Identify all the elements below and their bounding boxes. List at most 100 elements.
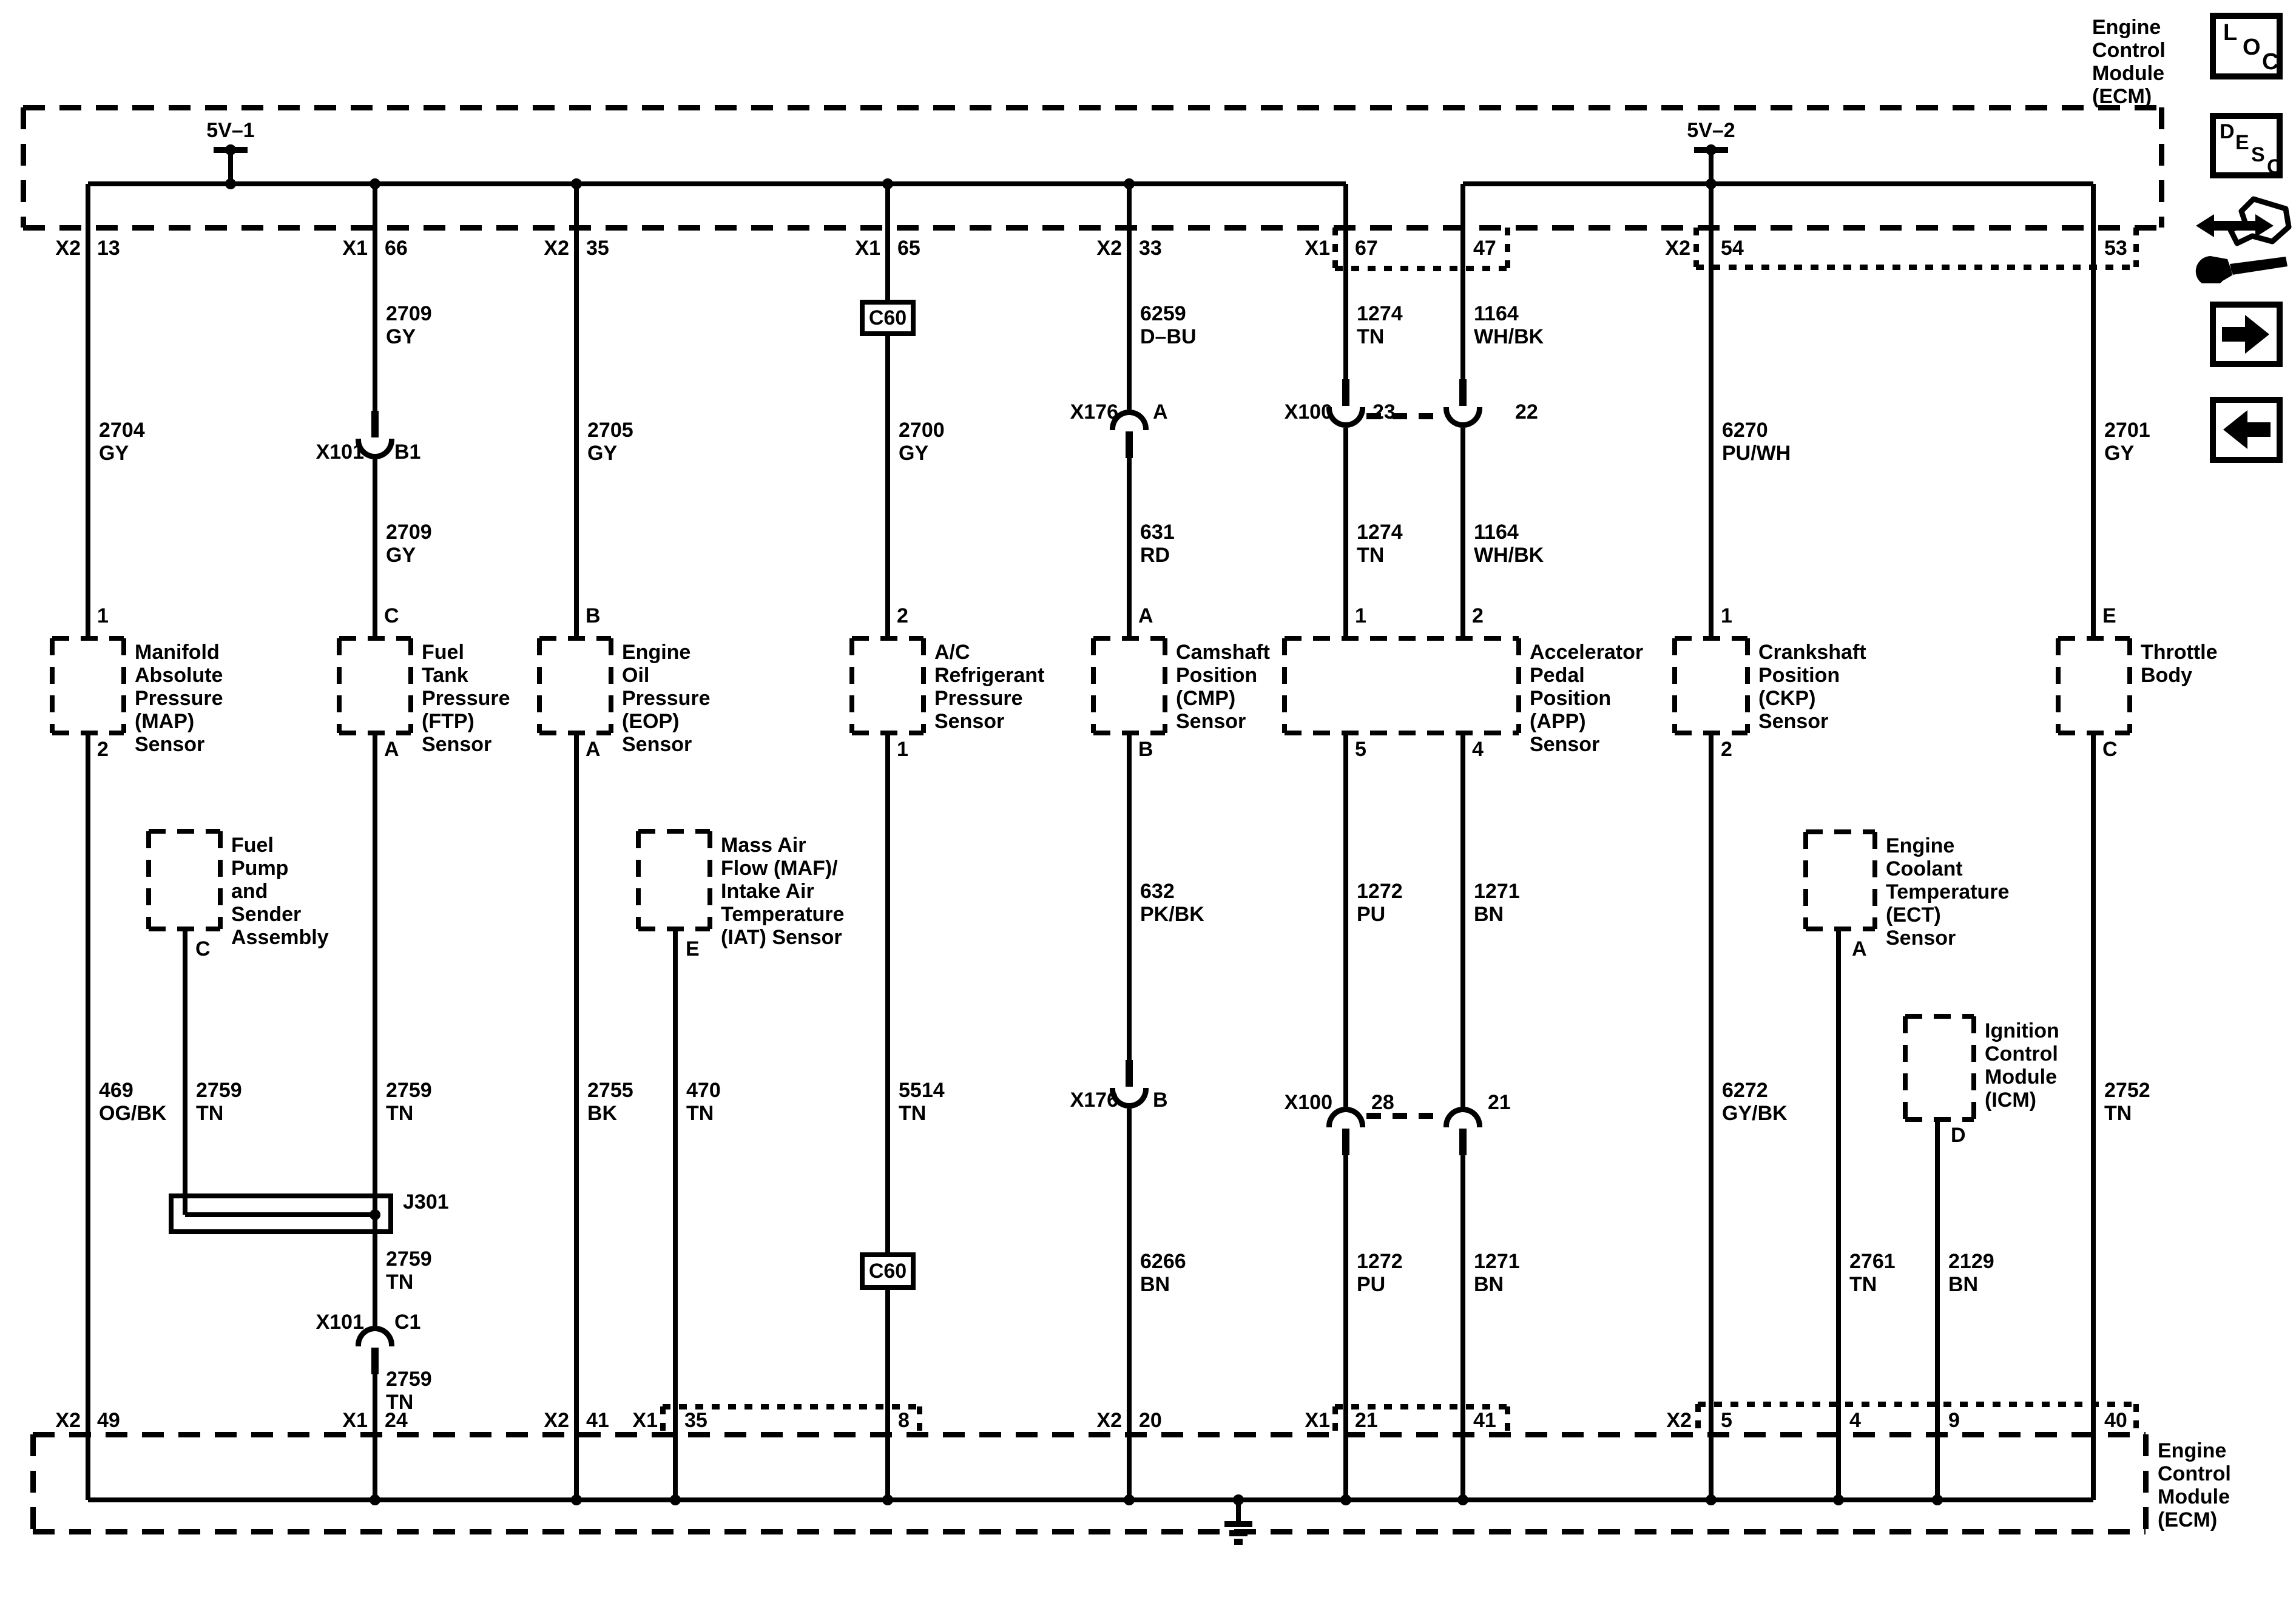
maf-iat-box-right [707, 831, 712, 929]
junction-dot [1124, 1494, 1135, 1505]
sensor-label-eop: Engine Oil Pressure (EOP) Sensor [622, 641, 711, 756]
fuel-pump-box-top [149, 829, 220, 834]
app-sensor-box-top [1285, 636, 1519, 641]
wire-cmp-3 [1127, 733, 1132, 1060]
ecm-top-box-bottom [23, 224, 2161, 231]
connector-x176-b-stub [1126, 1060, 1133, 1087]
eop-sensor-box-right [609, 638, 613, 733]
j301-splice-box [169, 1193, 393, 1234]
desc-icon[interactable]: D E S C [2210, 113, 2283, 178]
wire-ac-3 [885, 733, 890, 1252]
nav-wrench [2195, 256, 2288, 283]
sensor-pin-ac-2: 2 [897, 604, 908, 627]
icm-box-bottom [1905, 1117, 1974, 1122]
wire-throttle-top [2091, 184, 2096, 638]
junction-dot [1340, 1494, 1351, 1505]
pin-ect-a: A [1852, 937, 1867, 960]
pin-x1-65-conn: X1 [855, 237, 880, 260]
wire-app1-4 [1343, 1155, 1348, 1500]
conn-label-c1: C1 [394, 1311, 421, 1334]
wire-label-2759-tn-low: 2759 TN [386, 1368, 432, 1414]
pingroup-54-53-right [2133, 228, 2139, 267]
fuel-pump-box-right [218, 831, 223, 929]
wire-label-1272-pu-lower: 1272 PU [1357, 1250, 1403, 1296]
label-maf-iat: Mass Air Flow (MAF)/ Intake Air Temperat… [721, 834, 845, 949]
pin-x1-35-conn: X1 [632, 1409, 658, 1432]
pin-x1-21: 21 [1355, 1409, 1378, 1432]
pingroup-21-41-top [1335, 1403, 1507, 1409]
wire-app1-1 [1343, 184, 1348, 379]
desc-letter-s: S [2251, 143, 2265, 166]
wire-label-6266-bn: 6266 BN [1140, 1250, 1186, 1296]
pingroup-67-47-bottom [1335, 265, 1507, 271]
wire-fuelpump [183, 929, 187, 1215]
pin-x1-65: 65 [897, 237, 920, 260]
sensor-label-app: Accelerator Pedal Position (APP) Sensor [1530, 641, 1644, 756]
pin-x1-35: 35 [684, 1409, 707, 1432]
pingroup-54-53-left [1693, 228, 1699, 267]
pin-x2-54: 54 [1721, 237, 1744, 260]
wire-label-2129-bn: 2129 BN [1948, 1250, 1994, 1296]
schematic-navigation-icon[interactable] [2193, 195, 2294, 283]
sensor-pin-throttle-c: C [2102, 738, 2118, 761]
ftp-sensor-box-bottom [339, 731, 411, 735]
wire-label-5514-tn: 5514 TN [899, 1079, 945, 1125]
wire-ckp-bottom [1709, 733, 1714, 1500]
wire-label-2752-tn: 2752 TN [2104, 1079, 2150, 1125]
sensor-pin-cmp-b: B [1138, 738, 1153, 761]
pingroup-67-47-right [1504, 228, 1510, 268]
connector-x100-22-arc [1443, 407, 1482, 428]
pin-4: 4 [1849, 1409, 1861, 1432]
conn-label-x176-a: A [1153, 400, 1168, 424]
ect-sensor-box-left [1803, 832, 1808, 929]
conn-label-x100-bottom: X100 [1284, 1091, 1332, 1114]
eop-sensor-box-top [539, 636, 611, 641]
bus-5v1 [88, 181, 1346, 186]
junction-dot [1706, 144, 1717, 155]
junction-dot [882, 178, 893, 189]
wire-label-2709-gy-upper: 2709 GY [386, 302, 432, 348]
throttle-body-box-right [2127, 638, 2132, 733]
wire-ftp-4 [373, 1374, 377, 1500]
loc-icon[interactable]: L O C [2210, 13, 2283, 79]
pin-x2-5: 5 [1721, 1409, 1732, 1432]
ftp-sensor-box-top [339, 636, 411, 641]
desc-letter-e: E [2235, 131, 2249, 154]
wire-ckp-top [1709, 184, 1714, 638]
junction-dot [225, 178, 236, 189]
arrow-right-icon[interactable] [2210, 302, 2283, 367]
connector-x100-28-stub [1342, 1129, 1349, 1155]
sensor-pin-app-1: 1 [1355, 604, 1366, 627]
ground-bar-1 [1224, 1521, 1252, 1527]
junction-dot [225, 144, 236, 155]
connector-x100-23-arc [1326, 407, 1365, 428]
wire-ftp-1 [373, 184, 377, 411]
pin-x2-20-conn: X2 [1096, 1409, 1122, 1432]
conn-label-x101-bottom: X101 [316, 1311, 364, 1334]
arrow-left-icon[interactable] [2210, 397, 2283, 463]
pin-9: 9 [1948, 1409, 1960, 1432]
pingroup-54-53-bottom [1696, 264, 2136, 270]
wire-app2-3 [1460, 733, 1465, 1107]
wire-label-2704-gy: 2704 GY [99, 419, 145, 465]
pin-x2-54-conn: X2 [1665, 237, 1690, 260]
pin-47: 47 [1473, 237, 1496, 260]
wire-app2-1 [1460, 184, 1465, 379]
j301-splice-link [185, 1212, 375, 1217]
wire-label-1271-bn-upper: 1271 BN [1474, 880, 1520, 926]
pingroup-35-8-right [916, 1406, 922, 1434]
connector-x101-b1-stub [371, 411, 379, 437]
wire-eop-bottom [574, 733, 579, 1500]
junction-dot [571, 178, 582, 189]
sensor-pin-ftp-c: C [384, 604, 399, 627]
pin-53: 53 [2104, 237, 2127, 260]
wire-label-1271-bn-lower: 1271 BN [1474, 1250, 1520, 1296]
wire-cmp-2 [1127, 458, 1132, 638]
connector-x100-21-stub [1459, 1129, 1467, 1155]
sensor-pin-app-5: 5 [1355, 738, 1366, 761]
wire-label-1274-tn-upper: 1274 TN [1357, 302, 1403, 348]
wire-app1-2 [1343, 428, 1348, 638]
pin-x2-41: 41 [586, 1409, 609, 1432]
pin-x2-13: 13 [97, 237, 120, 260]
loc-letter-c: C [2262, 49, 2279, 75]
